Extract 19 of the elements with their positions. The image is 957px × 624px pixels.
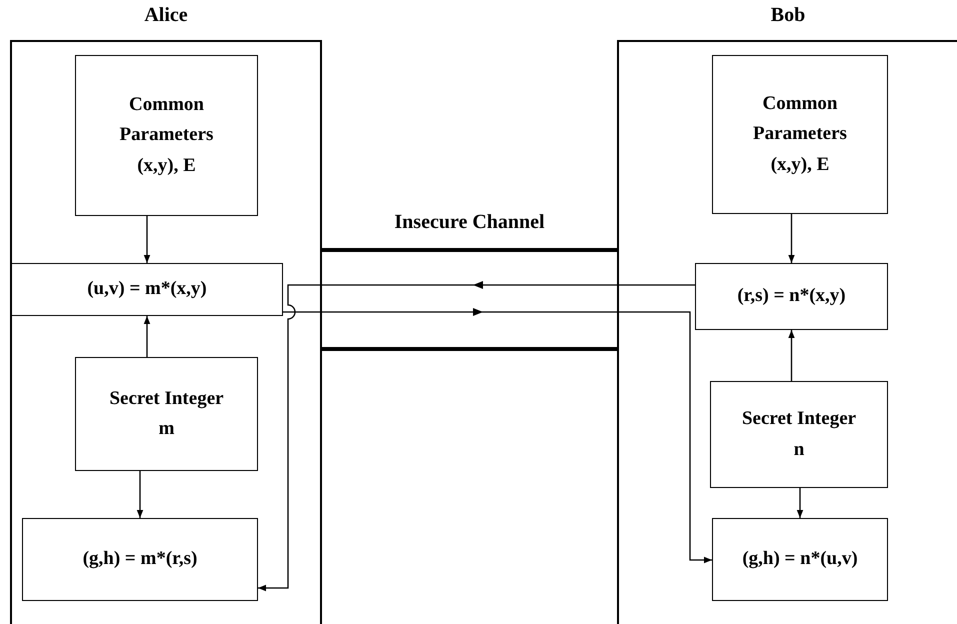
- process-box: [712, 55, 888, 214]
- process-box: [712, 518, 888, 601]
- process-box: [22, 518, 258, 601]
- process-box: [710, 381, 888, 488]
- process-box: [11, 263, 283, 316]
- process-box: [75, 357, 258, 471]
- party-name: Alice: [144, 4, 188, 27]
- box-text: Common Parameters (x,y), E: [118, 92, 214, 178]
- box-text: (r,s) = n*(x,y): [737, 284, 846, 308]
- box-text: (g,h) = n*(u,v): [742, 547, 858, 572]
- channel-label: Insecure Channel: [394, 211, 545, 234]
- box-text: (g,h) = m*(r,s): [82, 547, 198, 572]
- process-box: [75, 55, 258, 216]
- party-name: Bob: [770, 4, 806, 27]
- process-box: [695, 263, 888, 330]
- box-text: (u,v) = m*(x,y): [87, 277, 207, 302]
- box-text: Common Parameters (x,y), E: [752, 92, 848, 177]
- box-text: Secret Integer n: [740, 407, 858, 462]
- box-text: Secret Integer m: [108, 386, 225, 441]
